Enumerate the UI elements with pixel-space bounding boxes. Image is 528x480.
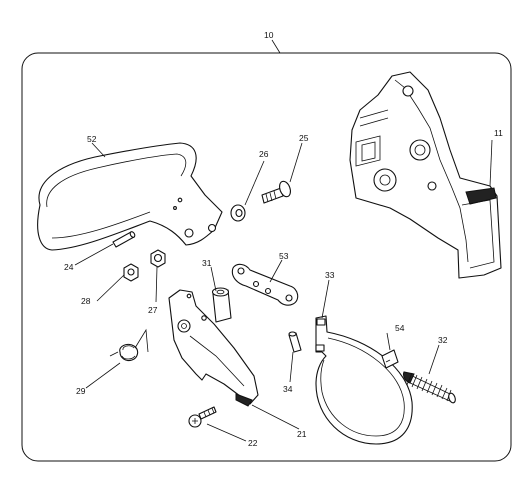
part-34-pin xyxy=(288,331,302,353)
callout-27: 27 xyxy=(148,305,158,315)
assembly-frame xyxy=(21,52,512,462)
callout-34: 34 xyxy=(283,384,293,394)
callout-53: 53 xyxy=(279,251,289,261)
callout-labels: 52 11 26 25 24 28 27 31 53 33 34 54 32 2… xyxy=(64,128,503,448)
callout-52: 52 xyxy=(87,134,97,144)
part-22-screw xyxy=(188,406,217,428)
callout-25: 25 xyxy=(299,133,309,143)
callout-54: 54 xyxy=(395,323,405,333)
assembly-label: 10 xyxy=(264,30,274,40)
part-32-coil-spring xyxy=(403,371,456,404)
callout-28: 28 xyxy=(81,296,91,306)
part-52-hand-guard xyxy=(37,142,223,251)
part-27-flange-nut xyxy=(150,249,166,268)
part-25-shoulder-bolt xyxy=(261,180,291,204)
part-26-bushing xyxy=(230,204,246,222)
part-11-sprocket-cover xyxy=(349,71,502,279)
callout-31: 31 xyxy=(202,258,212,268)
part-54-retainer xyxy=(381,349,399,369)
part-28-nut xyxy=(123,263,139,282)
callout-26: 26 xyxy=(259,149,269,159)
part-31-spacer xyxy=(211,287,232,323)
callout-24: 24 xyxy=(64,262,74,272)
part-24-pin xyxy=(112,231,136,248)
part-53-link-plate xyxy=(231,263,299,306)
assembly-leader xyxy=(271,39,281,54)
callout-21: 21 xyxy=(297,429,307,439)
callout-29: 29 xyxy=(76,386,86,396)
callout-11: 11 xyxy=(494,128,503,138)
part-33-brake-band xyxy=(315,315,413,445)
leader-lines xyxy=(74,139,493,442)
part-21-brake-lever xyxy=(168,289,259,407)
callout-32: 32 xyxy=(438,335,448,345)
callout-33: 33 xyxy=(325,270,335,280)
callout-22: 22 xyxy=(248,438,258,448)
part-29-torsion-spring xyxy=(109,328,149,362)
